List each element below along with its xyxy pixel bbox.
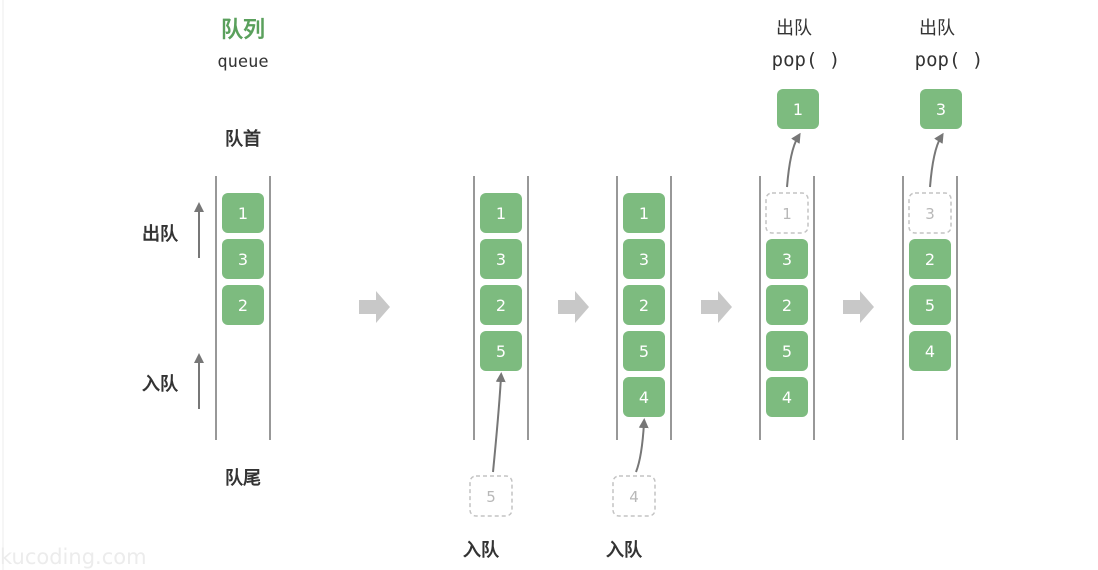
diagram-subtitle: queue xyxy=(217,52,268,72)
enqueue-label-1: 入队 xyxy=(463,539,500,561)
dequeue-side-label: 出队 xyxy=(142,223,179,245)
popped-cell-4 xyxy=(920,89,962,129)
diagram-title: 队列 xyxy=(221,18,265,43)
ghost-out-cell-3 xyxy=(765,192,809,234)
queue-cell-2-2-text: 2 xyxy=(639,296,649,315)
queue-cell-1-2-text: 2 xyxy=(496,296,506,315)
queue-cell-2-2 xyxy=(623,285,665,325)
ghost-out-cell-4-text: 3 xyxy=(925,205,935,223)
dequeue-arrow-3 xyxy=(786,132,801,188)
queue-cell-0-1-text: 3 xyxy=(238,250,248,269)
queue-cell-3-1 xyxy=(766,285,808,325)
ghost-out-cell-3-text: 1 xyxy=(782,205,792,223)
queue-cell-2-3-text: 5 xyxy=(639,342,649,361)
queue-cell-1-0 xyxy=(480,193,522,233)
queue-cell-2-4 xyxy=(623,377,665,417)
queue-cell-2-4-text: 4 xyxy=(639,388,649,407)
queue-cell-3-3-text: 4 xyxy=(782,388,792,407)
queue-cell-4-1-text: 5 xyxy=(925,296,935,315)
pop-label-3: pop( ) xyxy=(772,49,841,71)
queue-cell-1-2 xyxy=(480,285,522,325)
queue-cell-4-2-text: 4 xyxy=(925,342,935,361)
queue-cell-3-2-text: 5 xyxy=(782,342,792,361)
queue-cell-4-2 xyxy=(909,331,951,371)
ghost-in-cell-2 xyxy=(612,475,656,517)
enqueue-arrow-2 xyxy=(635,418,649,473)
queue-cell-1-3-text: 5 xyxy=(496,342,506,361)
queue-cell-2-3 xyxy=(623,331,665,371)
queue-cell-3-3 xyxy=(766,377,808,417)
front-label: 队首 xyxy=(225,128,261,150)
queue-cell-2-1 xyxy=(623,239,665,279)
queue-cell-4-0 xyxy=(909,239,951,279)
queue-cell-3-0-text: 3 xyxy=(782,250,792,269)
dequeue-label-4: 出队 xyxy=(919,18,955,39)
rear-label: 队尾 xyxy=(225,467,261,489)
queue-cell-1-0-text: 1 xyxy=(496,204,506,223)
ghost-in-cell-1-text: 5 xyxy=(486,488,496,506)
queue-cell-1-1-text: 3 xyxy=(496,250,506,269)
transition-arrow-3 xyxy=(843,291,874,323)
queue-cell-1-1 xyxy=(480,239,522,279)
queue-cell-3-2 xyxy=(766,331,808,371)
queue-cell-3-0 xyxy=(766,239,808,279)
enqueue-side-label: 入队 xyxy=(142,373,179,395)
dequeue-label-3: 出队 xyxy=(776,18,812,39)
queue-cell-0-2 xyxy=(222,285,264,325)
ghost-out-cell-4 xyxy=(908,192,952,234)
queue-cell-2-1-text: 3 xyxy=(639,250,649,269)
queue-cell-0-0-text: 1 xyxy=(238,204,248,223)
queue-cell-2-0 xyxy=(623,193,665,233)
queue-cell-0-1 xyxy=(222,239,264,279)
watermark: kucoding.com xyxy=(0,545,147,569)
transition-arrow-1 xyxy=(558,291,589,323)
queue-cell-2-0-text: 1 xyxy=(639,204,649,223)
queue-cell-4-1 xyxy=(909,285,951,325)
ghost-in-cell-2-text: 4 xyxy=(629,488,639,506)
queue-cell-0-2-text: 2 xyxy=(238,296,248,315)
queue-cell-0-0 xyxy=(222,193,264,233)
queue-cell-4-0-text: 2 xyxy=(925,250,935,269)
enqueue-arrow-1 xyxy=(492,372,506,473)
popped-cell-4-text: 3 xyxy=(936,100,946,119)
ghost-in-cell-1 xyxy=(469,475,513,517)
queue-cell-3-1-text: 2 xyxy=(782,296,792,315)
transition-arrow-0 xyxy=(359,291,390,323)
transition-arrow-2 xyxy=(701,291,732,323)
popped-cell-3-text: 1 xyxy=(793,100,803,119)
dequeue-arrow-4 xyxy=(929,132,944,188)
pop-label-4: pop( ) xyxy=(915,49,984,71)
popped-cell-3 xyxy=(777,89,819,129)
enqueue-label-2: 入队 xyxy=(606,539,643,561)
queue-cell-1-3 xyxy=(480,331,522,371)
